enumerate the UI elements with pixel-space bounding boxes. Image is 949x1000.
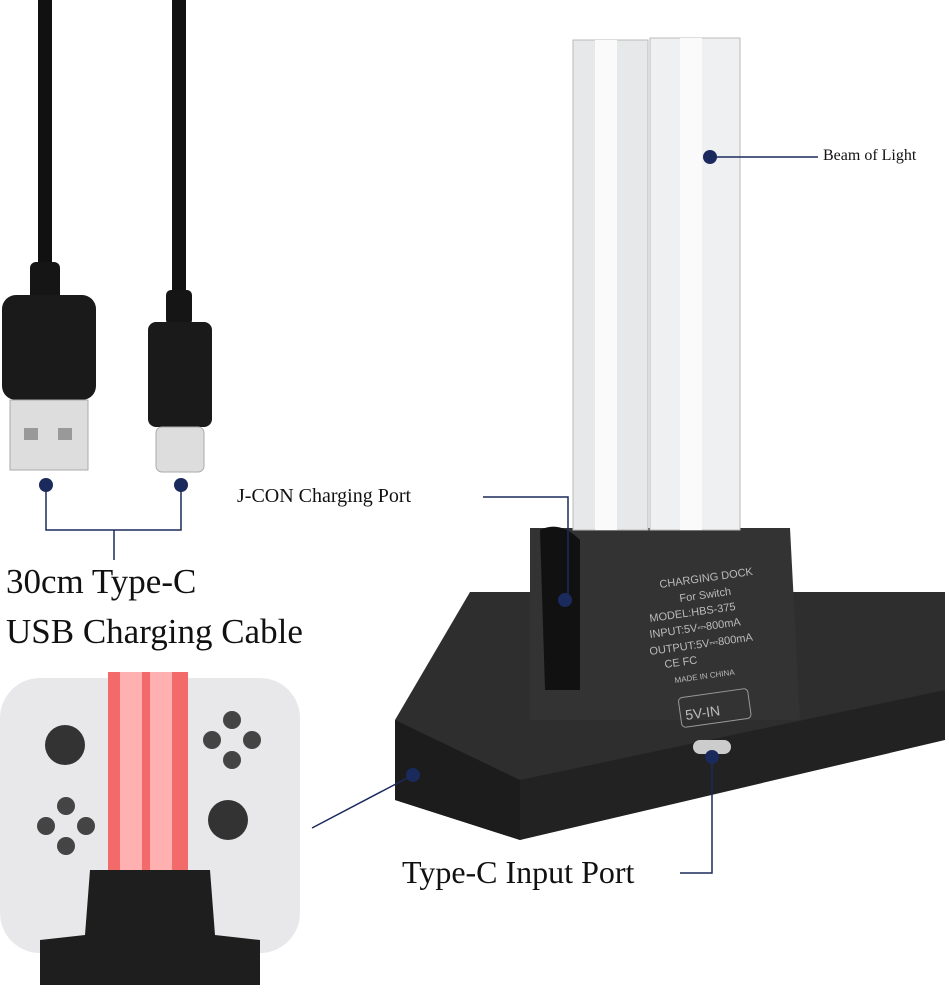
callout-lines	[45, 156, 818, 874]
label-jcon-charging-port: J-CON Charging Port	[237, 485, 412, 507]
label-beam-of-light: Beam of Light	[823, 147, 917, 164]
label-type-c-input-port: Type-C Input Port	[402, 854, 635, 890]
dock-print-marks: CE FC	[664, 654, 698, 670]
usb-a-plug	[2, 295, 96, 400]
usb-cable	[2, 0, 212, 473]
joycon-inset-photo	[0, 672, 300, 985]
label-cable-line1: 30cm Type-C	[6, 562, 197, 601]
dock-print-port: 5V-IN	[684, 702, 721, 723]
callout-dots	[39, 150, 719, 782]
label-cable-line2: USB Charging Cable	[6, 612, 303, 651]
light-beams	[572, 37, 741, 531]
charging-dock: CHARGING DOCK For Switch MODEL:HBS-375 I…	[395, 37, 945, 840]
type-c-plug	[148, 322, 212, 427]
type-c-port	[693, 740, 731, 754]
